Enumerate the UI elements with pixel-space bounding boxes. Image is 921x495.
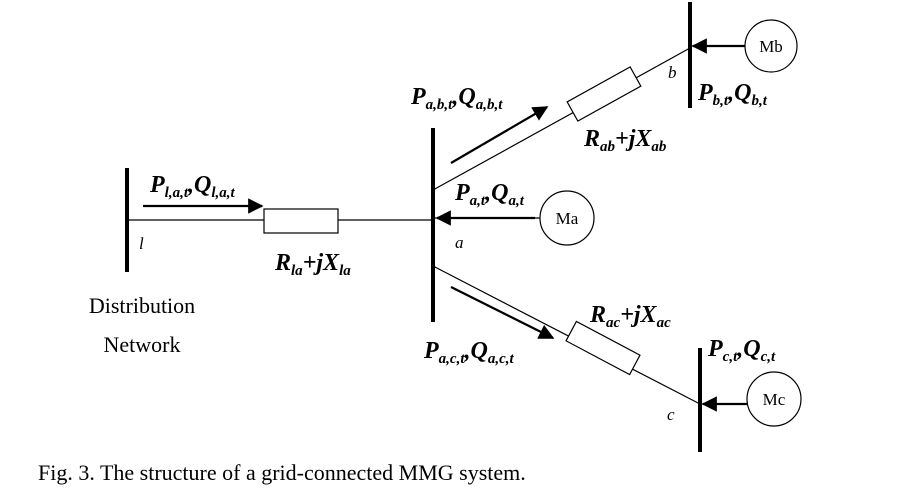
flow-arrow-ab [450,106,549,164]
impedance-ab [566,66,642,122]
impedance-ac [565,320,641,376]
generator-mc [746,371,802,427]
flow-label-ac: Pa,c,t,Qa,c,t [423,338,515,367]
generator-ma-label: Ma [556,209,579,228]
generator-mc-label: Mc [763,390,786,409]
bus-a-label: a [455,233,464,252]
bus-l-label: l [139,234,144,253]
flow-label-c: Pc,t,Qc,t [707,336,776,365]
flow-label-ab: Pa,b,t,Qa,b,t [410,84,503,113]
figure-caption: Fig. 3. The structure of a grid-connecte… [38,460,526,485]
flow-label-la: Pl,a,t,Ql,a,t [149,172,236,201]
impedance-label-la: Rla+jXla [274,250,351,279]
flow-label-a: Pa,t,Qa,t [454,180,525,209]
impedance-label-ac: Rac+jXac [589,302,671,331]
flow-label-b: Pb,t,Qb,t [697,80,768,109]
generator-ma [539,190,595,246]
line-a-b [432,47,691,191]
impedance-la [263,208,339,234]
impedance-label-ab: Rab+jXab [583,126,667,155]
flow-arrow-ac [450,286,555,339]
line-a-c [432,265,701,405]
generator-mb-label: Mb [759,37,783,56]
network-label-line1: Distribution [89,293,195,318]
bus-c-label: c [667,405,675,424]
network-label-line2: Network [104,332,181,357]
bus-b-label: b [668,63,677,82]
